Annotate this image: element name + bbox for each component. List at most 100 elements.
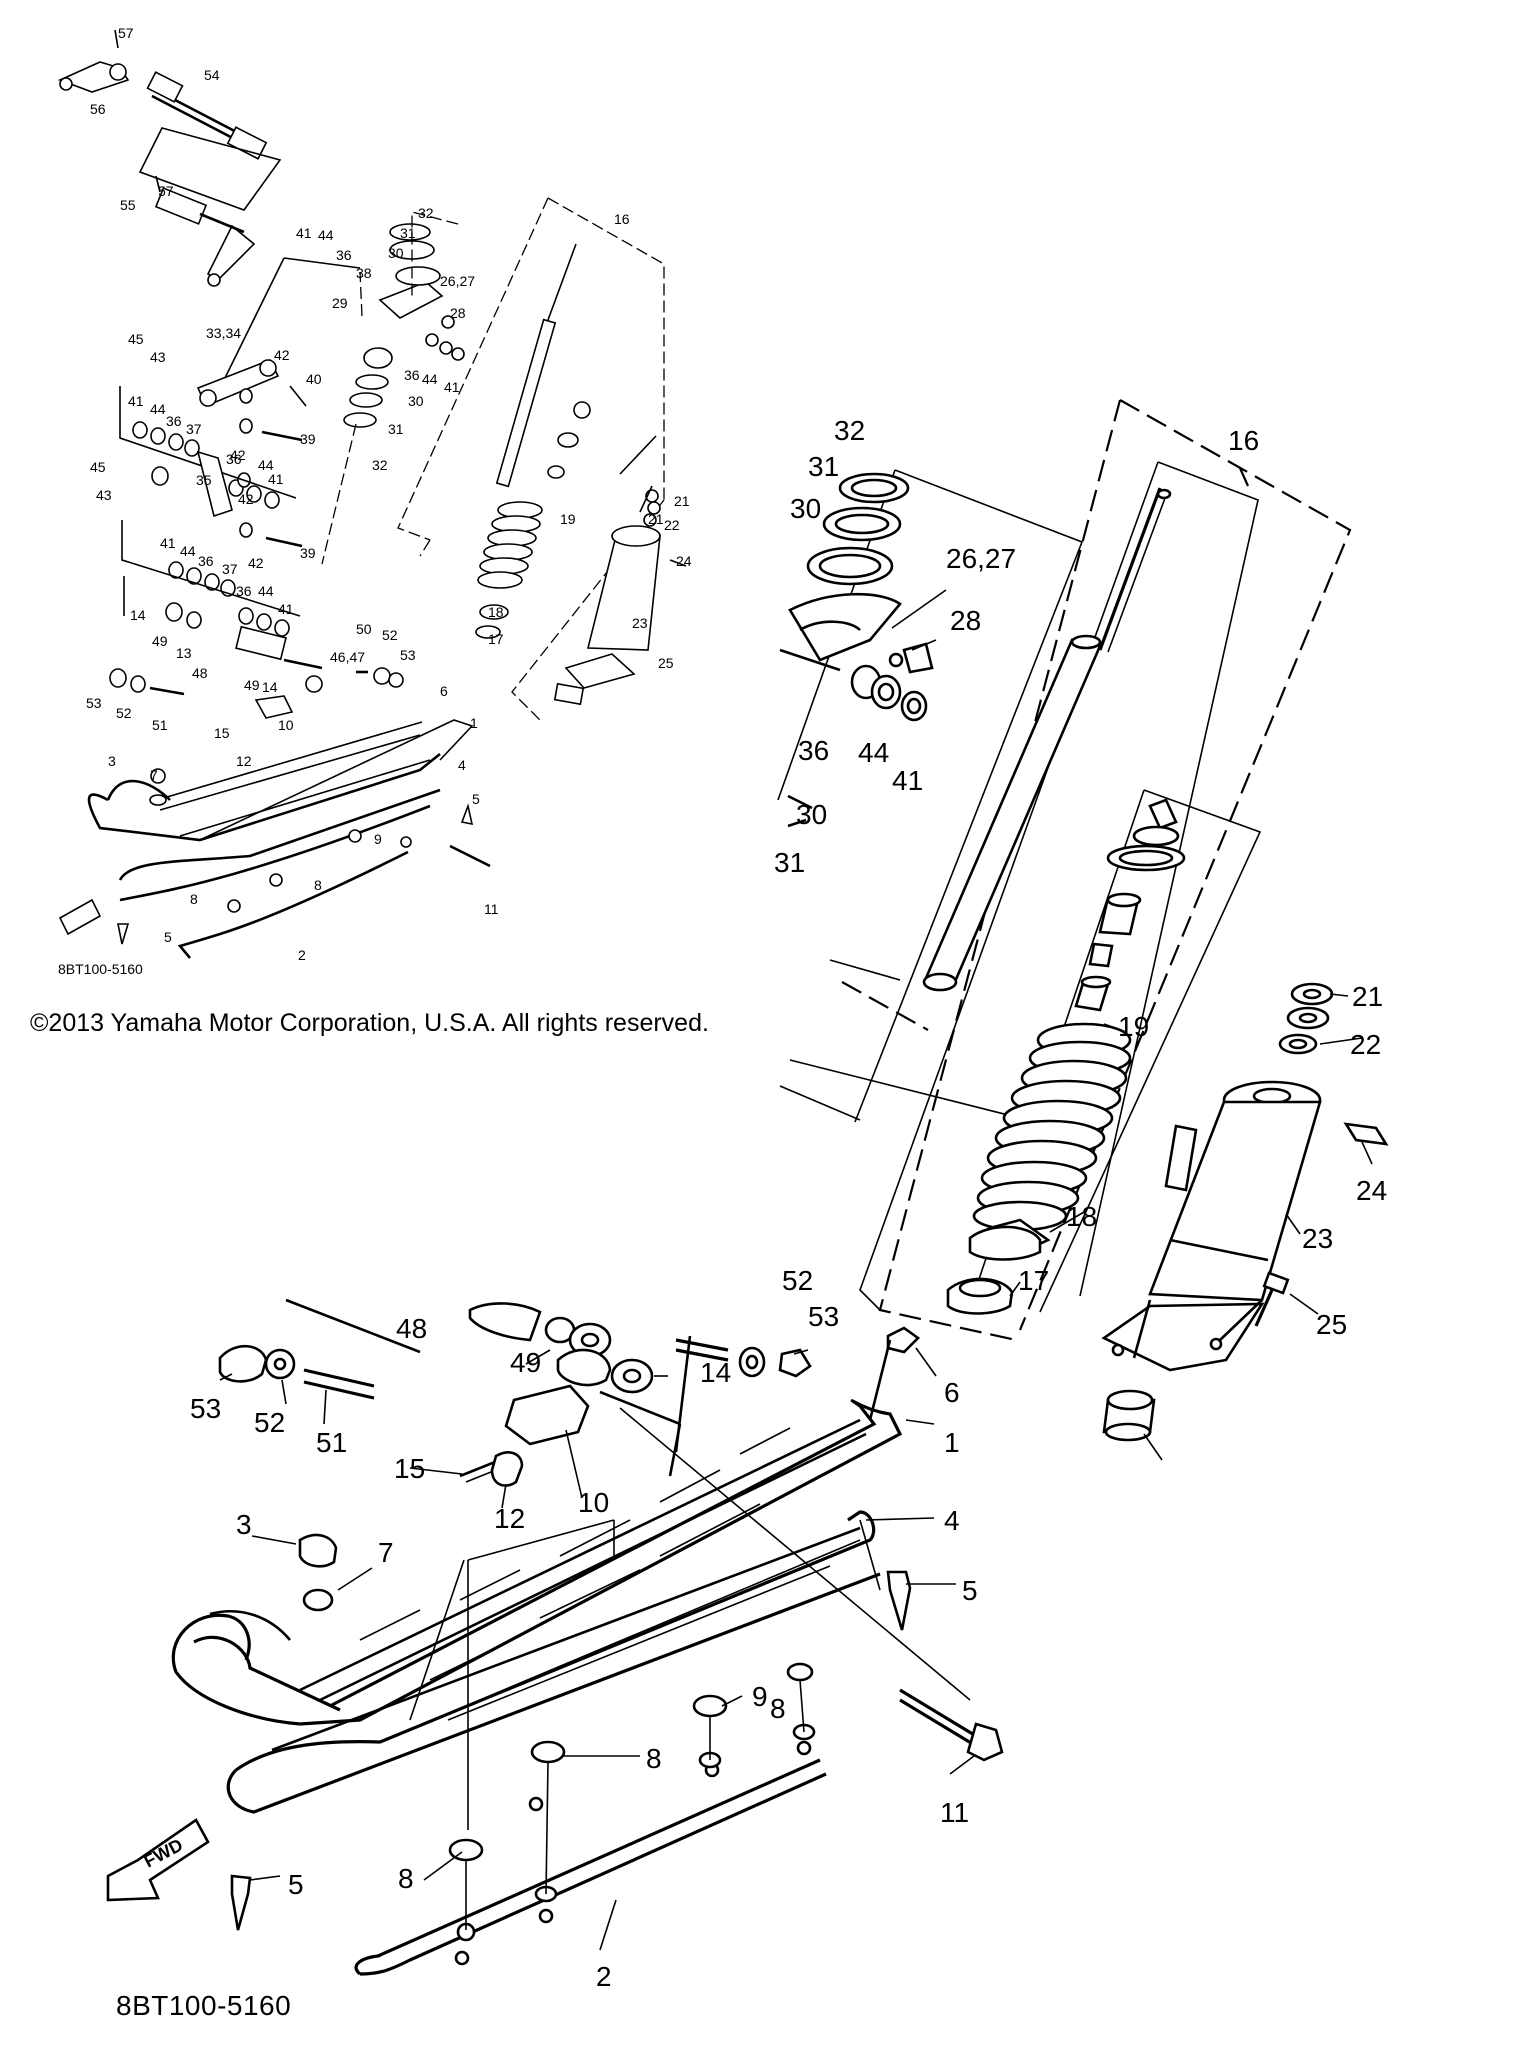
small-ski — [58, 719, 491, 959]
small-callout-label: 39 — [300, 431, 316, 447]
small-callout-label: 1 — [470, 715, 478, 731]
small-view — [57, 29, 687, 959]
small-callout-label: 39 — [300, 545, 316, 561]
callout-label: 23 — [1302, 1223, 1333, 1254]
copyright-notice: ©2013 Yamaha Motor Corporation, U.S.A. A… — [30, 1009, 709, 1037]
small-callout-label: 7 — [150, 767, 158, 783]
link-row — [285, 1298, 812, 1477]
part-code-small: 8BT100-5160 — [58, 961, 143, 977]
small-link-56 — [57, 29, 130, 93]
callout-label: 8 — [770, 1693, 786, 1724]
small-callout-label: 43 — [150, 349, 166, 365]
small-callout-label: 32 — [418, 205, 434, 221]
bracket-10 — [504, 1384, 590, 1446]
small-rod-55 — [154, 175, 256, 287]
small-callout-label: 30 — [388, 245, 404, 261]
ski: FWD — [106, 1335, 1004, 1976]
bolt-51 — [218, 1344, 375, 1400]
partial-left-parts — [787, 794, 813, 828]
pin-24 — [1343, 1122, 1389, 1146]
callout-label: 9 — [752, 1681, 768, 1712]
small-callout-label: 38 — [356, 265, 372, 281]
callout-label: 49 — [510, 1347, 541, 1378]
small-callout-label: 6 — [440, 683, 448, 699]
small-callout-label: 3 — [108, 753, 116, 769]
callout-label: 5 — [962, 1575, 978, 1606]
small-callout-label: 26,27 — [440, 273, 475, 289]
small-callout-label: 51 — [152, 717, 168, 733]
callout-label: 28 — [950, 605, 981, 636]
small-callout-label: 40 — [306, 371, 322, 387]
small-callout-label: 53 — [400, 647, 416, 663]
shock-rod — [922, 487, 1172, 992]
small-callout-label: 19 — [560, 511, 576, 527]
small-callout-label: 32 — [372, 457, 388, 473]
small-callout-label: 36 — [236, 583, 252, 599]
small-callout-label: 24 — [676, 553, 692, 569]
small-callout-label: 45 — [128, 331, 144, 347]
large-view: FWD — [106, 399, 1389, 1976]
small-spring-19 — [475, 401, 591, 639]
small-callout-label: 4 — [458, 757, 466, 773]
callout-label: 52 — [782, 1265, 813, 1296]
small-callout-label: 12 — [236, 753, 252, 769]
callout-label: 14 — [700, 1357, 731, 1388]
small-callout-label: 49 — [152, 633, 168, 649]
small-callout-label: 41 — [160, 535, 176, 551]
small-callout-label: 44 — [180, 543, 196, 559]
callout-label: 19 — [1118, 1011, 1149, 1042]
bumper-17-18 — [946, 1218, 1051, 1315]
small-callout-label: 42 — [238, 491, 254, 507]
small-link-46-47 — [109, 625, 404, 719]
small-callout-label: 41 — [268, 471, 284, 487]
small-callout-label: 18 — [488, 604, 504, 620]
small-callout-label: 43 — [96, 487, 112, 503]
small-callout-label: 41 — [128, 393, 144, 409]
small-callout-label: 44 — [258, 457, 274, 473]
leader-lines — [219, 435, 1373, 1951]
small-callout-label: 21 — [648, 511, 664, 527]
small-callout-label: 42 — [248, 555, 264, 571]
callout-label: 21 — [1352, 981, 1383, 1012]
small-callout-label: 36 — [336, 247, 352, 263]
small-rod-54 — [146, 71, 268, 160]
small-callout-label: 17 — [488, 631, 504, 647]
small-callout-label: 44 — [318, 227, 334, 243]
callout-label: 52 — [254, 1407, 285, 1438]
callout-label: 11 — [940, 1797, 969, 1828]
small-callout-label: 16 — [614, 211, 630, 227]
small-callout-label: 44 — [422, 371, 438, 387]
small-callout-label: 8 — [314, 877, 322, 893]
small-callout-label: 36 — [198, 553, 214, 569]
small-callout-label: 44 — [258, 583, 274, 599]
small-callout-label: 37 — [186, 421, 202, 437]
small-callout-label: 53 — [86, 695, 102, 711]
small-callout-label: 36 — [226, 451, 242, 467]
callout-label: 16 — [1228, 425, 1259, 456]
small-callout-label: 2 — [298, 947, 306, 963]
bolt-25 — [1254, 1271, 1290, 1327]
callout-label: 6 — [944, 1377, 960, 1408]
fwd-arrow: FWD — [106, 1818, 210, 1902]
small-callout-label: 36 — [404, 367, 420, 383]
collar-20 — [1102, 1389, 1156, 1442]
callout-label: 18 — [1066, 1201, 1097, 1232]
seal-parts — [1074, 798, 1186, 1012]
callout-label: 53 — [808, 1301, 839, 1332]
small-callout-label: 25 — [658, 655, 674, 671]
callout-label: 32 — [834, 415, 865, 446]
small-callout-label: 14 — [262, 679, 278, 695]
callout-label: 15 — [394, 1453, 425, 1484]
small-callout-label: 57 — [158, 183, 174, 199]
small-arm-33-34 — [196, 358, 280, 408]
callout-label: 30 — [796, 799, 827, 830]
small-callout-label: 9 — [374, 831, 382, 847]
small-callout-label: 54 — [204, 67, 220, 83]
bushings-28-44 — [850, 642, 934, 722]
small-callout-label: 45 — [90, 459, 106, 475]
small-callout-label: 57 — [118, 25, 134, 41]
small-callout-label: 37 — [222, 561, 238, 577]
small-callout-label: 13 — [176, 645, 192, 661]
small-callout-label: 52 — [116, 705, 132, 721]
